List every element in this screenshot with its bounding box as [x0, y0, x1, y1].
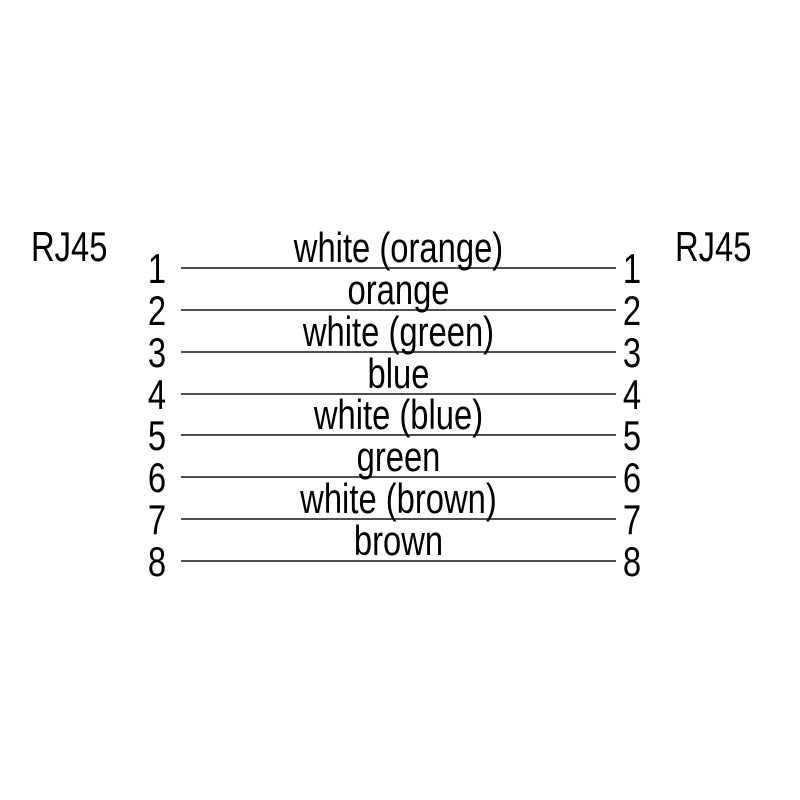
- right-pin-number: 7: [622, 496, 642, 543]
- wire-color-label: white (green): [302, 308, 495, 355]
- wire-line: [181, 434, 616, 436]
- wire-line: [181, 309, 616, 311]
- left-pin-number: 8: [147, 538, 167, 585]
- wire-color-label: green: [356, 433, 441, 480]
- left-pin-number: 1: [147, 245, 167, 292]
- left-pin-number: 5: [147, 412, 167, 459]
- wire-color-label: orange: [347, 266, 450, 313]
- connector-label-right: RJ45: [675, 223, 752, 270]
- wire-line: [181, 351, 616, 353]
- connector-label-left: RJ45: [31, 223, 108, 270]
- left-pin-number: 7: [147, 496, 167, 543]
- right-pin-number: 6: [622, 454, 642, 501]
- left-pin-number: 4: [147, 371, 167, 418]
- wire-line: [181, 518, 616, 520]
- wire-line: [181, 476, 616, 478]
- wire-color-label: brown: [353, 517, 444, 564]
- right-pin-number: 5: [622, 412, 642, 459]
- right-pin-number: 2: [622, 287, 642, 334]
- wire-color-label: white (brown): [300, 475, 497, 522]
- left-pin-number: 2: [147, 287, 167, 334]
- right-pin-number: 3: [622, 329, 642, 376]
- wire-line: [181, 560, 616, 562]
- wire-color-label: blue: [367, 350, 430, 397]
- left-pin-number: 3: [147, 329, 167, 376]
- right-pin-number: 1: [622, 245, 642, 292]
- wire-line: [181, 267, 616, 269]
- wire-color-label: white (blue): [313, 391, 484, 438]
- right-pin-number: 8: [622, 538, 642, 585]
- wire-color-label: white (orange): [293, 224, 504, 271]
- right-pin-number: 4: [622, 371, 642, 418]
- left-pin-number: 6: [147, 454, 167, 501]
- wire-line: [181, 393, 616, 395]
